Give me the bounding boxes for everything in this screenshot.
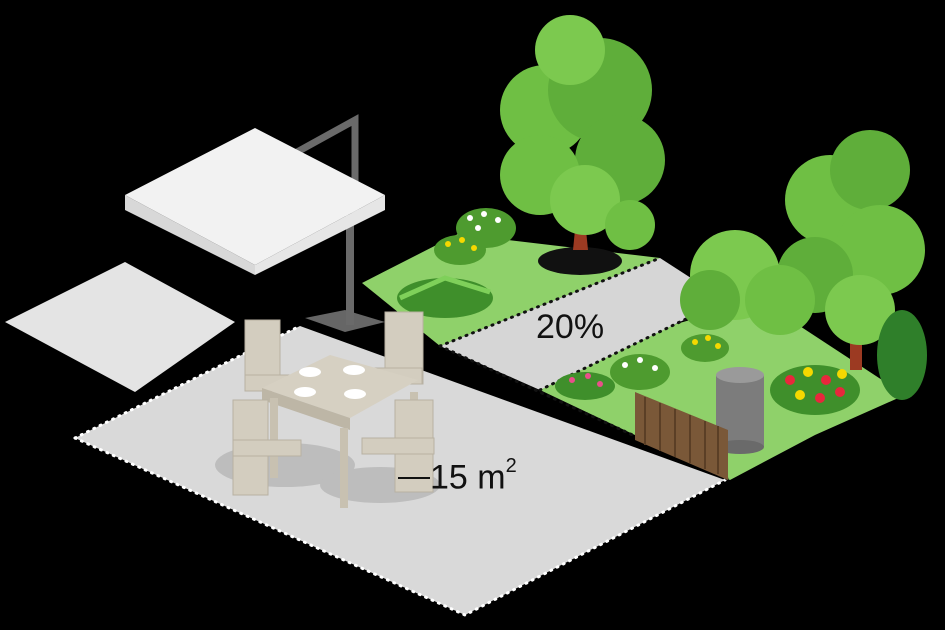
fern [397,275,493,318]
tree-icon [500,15,665,250]
umbrella-shadow [5,262,235,392]
tree-icon [777,130,925,370]
flower-bush [555,372,615,400]
tulip-bed [770,365,860,415]
plate [294,387,316,397]
parasol-icon [125,114,385,332]
patio-dotted-edge [73,436,727,617]
flower-bush [434,235,486,265]
shrub [680,230,815,335]
plate [343,365,365,375]
chair [232,399,302,496]
hedge [877,310,927,400]
flower-bush [610,354,670,390]
patio-area-exponent: 2 [505,455,517,477]
plate [299,367,321,377]
chair [361,399,435,493]
patio-area-label: 15 m2 [430,456,517,497]
plate [344,389,366,399]
path-dotted-edge [438,256,662,348]
path [440,258,725,390]
green-share-label: 20% [536,308,605,346]
fence-icon [635,392,728,480]
flower-bush [681,334,729,362]
patio-area-value: 15 m [430,458,506,497]
tree-pit [538,247,622,275]
